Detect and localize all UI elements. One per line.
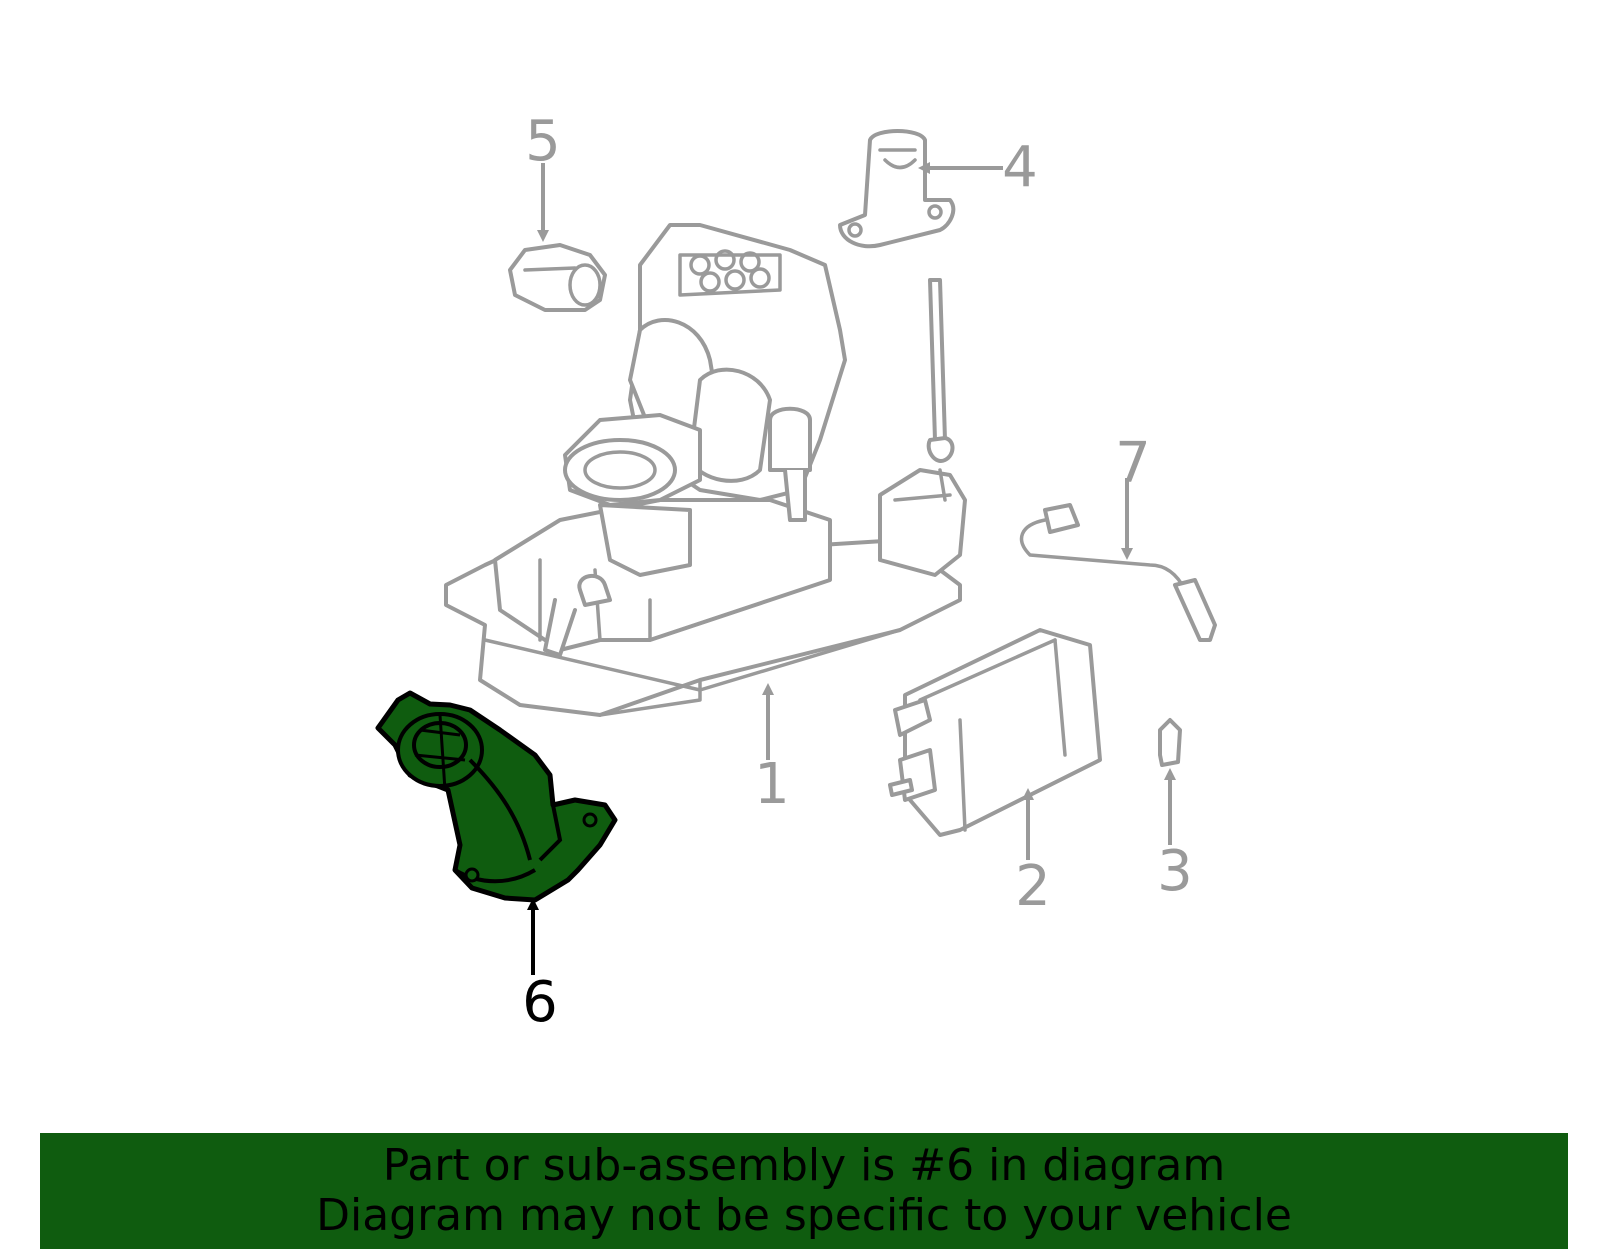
callout-4: 4 [1002,135,1038,200]
callout-1: 1 [754,752,790,817]
banner-line-1: Part or sub-assembly is #6 in diagram [382,1140,1226,1191]
part-2-canister[interactable] [888,628,1102,837]
banner-line-2: Diagram may not be specific to your vehi… [316,1190,1292,1241]
callout-6: 6 [522,970,558,1035]
callout-3: 3 [1157,839,1193,904]
callout-7: 7 [1115,431,1151,496]
part-4-valve[interactable] [838,129,956,249]
callout-5: 5 [525,109,561,174]
part-1-main-assembly[interactable] [444,223,967,717]
part-3-clip[interactable] [1158,718,1182,767]
info-banner: Part or sub-assembly is #6 in diagram Di… [40,1133,1568,1249]
leader-lines [527,162,1176,975]
part-5-sensor[interactable] [508,243,607,312]
part-7-oxygen-sensor[interactable] [1019,503,1217,642]
callout-2: 2 [1015,854,1051,919]
part-6-egr-valve-highlighted[interactable] [375,690,618,903]
